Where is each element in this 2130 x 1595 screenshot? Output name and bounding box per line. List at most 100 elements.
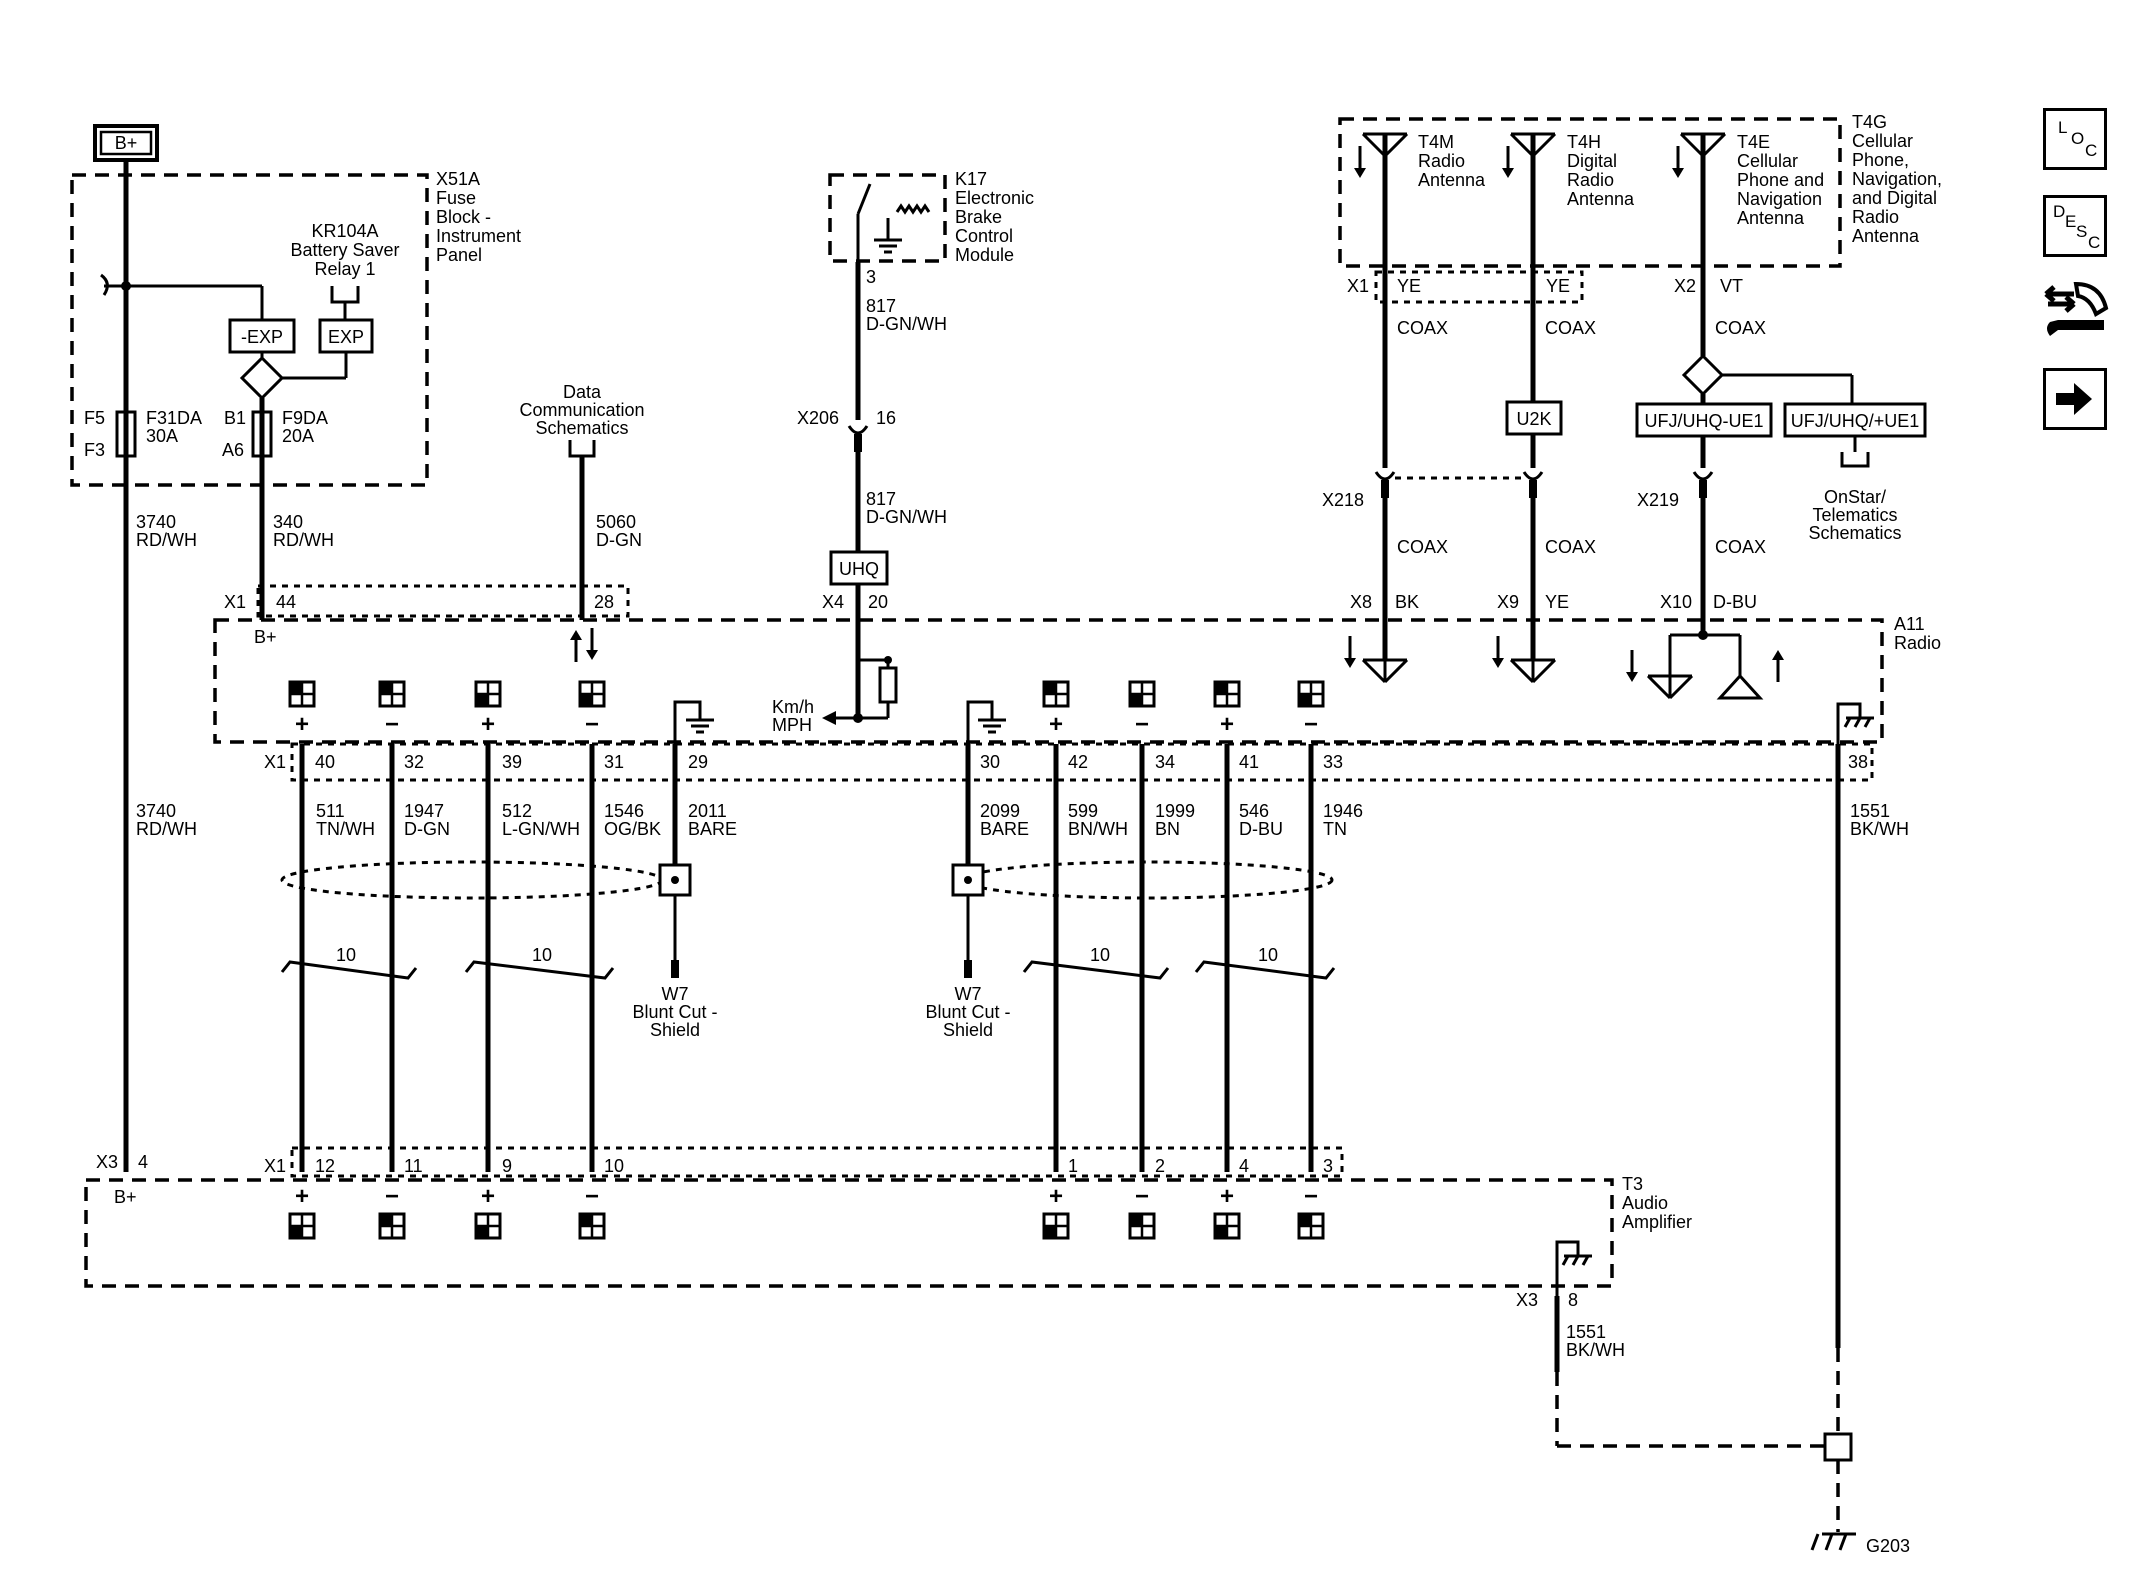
wire-1946-color: TN <box>1323 819 1347 839</box>
ufj-neg-label: UFJ/UHQ-UE1 <box>1644 411 1763 431</box>
ebcm-name-4: Module <box>955 245 1014 265</box>
wire-817b-color: D-GN/WH <box>866 507 947 527</box>
t4e-line-2: Phone and <box>1737 170 1824 190</box>
ground-ref: G203 <box>1866 1536 1910 1556</box>
t4e-ref: T4E <box>1737 132 1770 152</box>
amp-pol-1: + <box>295 1183 309 1210</box>
amp-bplus: B+ <box>114 1187 137 1207</box>
antenna-module-name-5: Radio <box>1852 207 1899 227</box>
fuse2-rating: 20A <box>282 426 314 446</box>
wire-3740-lower-color: RD/WH <box>136 819 197 839</box>
amp-gnd-wire-color: BK/WH <box>1566 1340 1625 1360</box>
fuse1-pin-top: F5 <box>84 408 105 428</box>
amp-ref: T3 <box>1622 1174 1643 1194</box>
t4e-line-1: Cellular <box>1737 151 1798 171</box>
radio-pol-8: − <box>1304 711 1318 738</box>
ebcm-pin: 3 <box>866 267 876 287</box>
fuse-block-ref: X51A <box>436 169 480 189</box>
amp-pol-8: − <box>1304 1183 1318 1210</box>
location-button[interactable]: L O C <box>2043 108 2107 170</box>
antenna-x2-ref: X2 <box>1674 276 1696 296</box>
radio-pin-31: 31 <box>604 752 624 772</box>
ebcm-ref: K17 <box>955 169 987 189</box>
fuse1-rating: 30A <box>146 426 178 446</box>
radio-pol-6: − <box>1135 711 1149 738</box>
shield1-line-1: Blunt Cut - <box>632 1002 717 1022</box>
amp-x3-pin: 4 <box>138 1152 148 1172</box>
fuse-block-name-3: Instrument <box>436 226 521 246</box>
radio-ref: A11 <box>1894 614 1925 634</box>
radio-pol-2: − <box>385 711 399 738</box>
amp-pin-12: 12 <box>315 1156 335 1176</box>
radio-pin-30: 30 <box>980 752 1000 772</box>
antenna-module-name-3: Navigation, <box>1852 169 1942 189</box>
onstar-2: Telematics <box>1812 505 1897 525</box>
t4m-line-1: Radio <box>1418 151 1465 171</box>
onstar-3: Schematics <box>1808 523 1901 543</box>
wrench-connector-icon <box>2044 281 2109 336</box>
antenna-module-outline <box>1338 117 1842 268</box>
pullup-resistor <box>878 666 898 704</box>
cable-shield-1 <box>280 860 664 900</box>
radio-pin-42: 42 <box>1068 752 1088 772</box>
wire-2099-circuit: 2099 <box>980 801 1020 821</box>
amp-pol-6: − <box>1135 1183 1149 1210</box>
shield2-line-2: Shield <box>943 1020 993 1040</box>
fuse-block-name-4: Panel <box>436 245 482 265</box>
radio-pin-38: 38 <box>1848 752 1868 772</box>
radio-outline <box>213 618 1884 744</box>
data-comm-2: Communication <box>519 400 644 420</box>
twist-4: 10 <box>1258 945 1278 965</box>
onstar-1: OnStar/ <box>1824 487 1886 507</box>
u2k-box <box>1505 400 1563 436</box>
relay-name-1: Battery Saver <box>290 240 399 260</box>
fuse-block-outline <box>70 173 429 487</box>
wire-3740-lower-circuit: 3740 <box>136 801 176 821</box>
amp-pol-7: + <box>1220 1183 1234 1210</box>
wire-1946-circuit: 1946 <box>1323 801 1363 821</box>
wire-5060-color: D-GN <box>596 530 642 550</box>
option-diamond <box>239 355 285 401</box>
antenna-module-name-1: Cellular <box>1852 131 1913 151</box>
amp-pol-5: + <box>1049 1183 1063 1210</box>
wire-2099-color: BARE <box>980 819 1029 839</box>
description-button[interactable]: D E S C <box>2043 195 2107 257</box>
radio-x1-ref: X1 <box>224 592 246 612</box>
wire-1551-circuit: 1551 <box>1850 801 1890 821</box>
ufj-pos-label: UFJ/UHQ/+UE1 <box>1791 411 1920 431</box>
wire-512-circuit: 512 <box>502 801 532 821</box>
radio-pol-1: + <box>295 711 309 738</box>
connector-tool-button[interactable] <box>2040 278 2112 344</box>
radio-name: Radio <box>1894 633 1941 653</box>
relay-name-2: Relay 1 <box>314 259 375 279</box>
shield1-ref: W7 <box>662 984 689 1004</box>
wire-2011-color: BARE <box>688 819 737 839</box>
loc-letter-o: O <box>2071 129 2085 148</box>
arrow-right-icon <box>2056 383 2092 415</box>
amp-gnd-wire-circuit: 1551 <box>1566 1322 1606 1342</box>
radio-x1-pin-b: 28 <box>594 592 614 612</box>
amp-name-2: Amplifier <box>1622 1212 1692 1232</box>
exp-label: EXP <box>328 327 364 347</box>
amp-x1-connector <box>290 1146 1344 1178</box>
radio-x1-connector-bottom <box>290 742 1874 782</box>
wire-1546-color: OG/BK <box>604 819 661 839</box>
shield2-line-1: Blunt Cut - <box>925 1002 1010 1022</box>
x206-ref: X206 <box>797 408 839 428</box>
fuse-block-name-2: Block - <box>436 207 491 227</box>
wire-1551-color: BK/WH <box>1850 819 1909 839</box>
u2k-label: U2K <box>1516 409 1551 429</box>
amp-x3-ref: X3 <box>96 1152 118 1172</box>
ebcm-name-2: Brake <box>955 207 1002 227</box>
twist-3: 10 <box>1090 945 1110 965</box>
relay-ref: KR104A <box>311 221 378 241</box>
amp-pol-3: + <box>481 1183 495 1210</box>
fuse1-ref: F31DA <box>146 408 202 428</box>
loc-letter-c: C <box>2085 141 2098 160</box>
option-diamond <box>1681 353 1725 397</box>
fuse1-pin-bottom: F3 <box>84 440 105 460</box>
next-page-button[interactable] <box>2043 368 2107 430</box>
radio-pol-3: + <box>481 711 495 738</box>
coax-label-4: COAX <box>1397 537 1448 557</box>
radio-x1-pin-a: 44 <box>276 592 296 612</box>
